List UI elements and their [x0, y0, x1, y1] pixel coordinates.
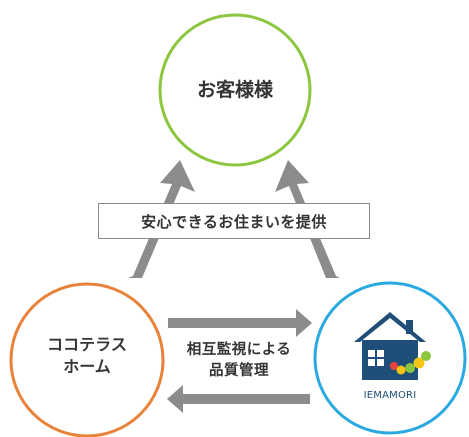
center-box: 安心できるお住まいを提供: [98, 203, 370, 239]
cocoterrace-label-line2: ホーム: [63, 356, 111, 376]
mutual-monitoring-line2: 品質管理: [209, 363, 269, 380]
house-logo-icon: [354, 312, 431, 380]
cocoterrace-label: ココテラス ホーム: [18, 334, 156, 377]
iemamori-logo-text: IEMAMORI: [364, 390, 417, 401]
cocoterrace-circle: [9, 282, 165, 437]
center-box-label: 安心できるお住まいを提供: [141, 212, 327, 231]
mutual-monitoring-line1: 相互監視による: [186, 342, 292, 358]
arrow-left: [167, 385, 310, 413]
mutual-monitoring-label: 相互監視による 品質管理: [166, 340, 312, 382]
arrow-right: [168, 309, 312, 337]
customer-label: お客様様: [196, 79, 273, 101]
customer-circle: [158, 13, 312, 167]
cocoterrace-label-line1: ココテラス: [47, 335, 127, 354]
